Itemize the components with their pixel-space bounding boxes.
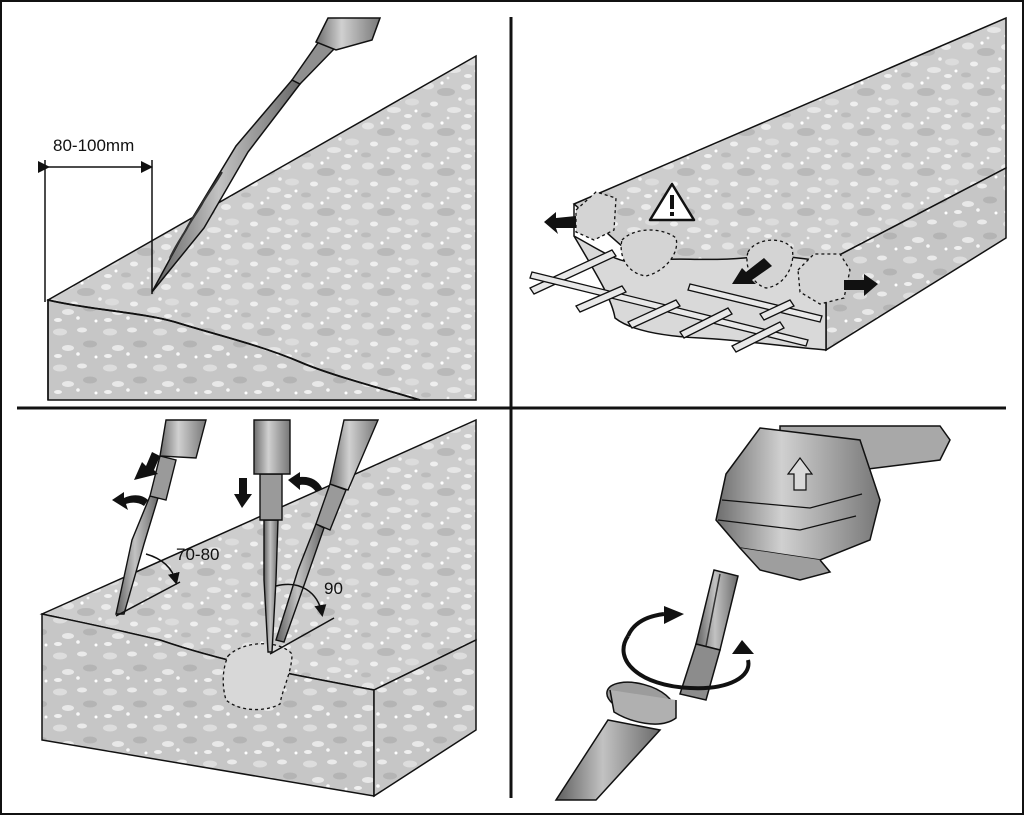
arrow-curve-right-icon: [288, 472, 322, 492]
dimension-label: 80-100mm: [53, 136, 134, 155]
chisel-vertical: [253, 419, 291, 653]
panel-bottom-left: 70-80 90: [39, 418, 477, 798]
rebar-grid: [529, 249, 823, 353]
chisel-shank: [554, 569, 739, 801]
arrow-curve-left-icon: [112, 492, 148, 510]
arrow-down-icon: [134, 452, 160, 480]
concrete-slab-front: [41, 613, 375, 797]
up-arrow-icon: [786, 457, 814, 491]
broken-piece: [222, 643, 293, 711]
arrow-diagonal-icon: [732, 258, 772, 284]
panel-top-left: 80-100mm: [38, 17, 477, 401]
panel-bottom-right: [554, 425, 951, 801]
chisel-angled: [115, 419, 207, 615]
angle-label-2: 90: [324, 579, 343, 598]
rotate-arrow-icon: [621, 606, 754, 691]
arrow-left-icon: [544, 212, 576, 234]
angle-arc-1: [145, 553, 180, 585]
arrow-down-icon-2: [234, 478, 252, 508]
concrete-slab-side: [373, 638, 477, 798]
arrow-right-icon: [844, 274, 878, 296]
angle-arc-2: [275, 583, 327, 617]
angle-label-1: 70-80: [176, 545, 219, 564]
warning-triangle-icon: [648, 182, 696, 222]
pointed-chisel: [151, 17, 382, 293]
chisel-tilted: [275, 419, 380, 643]
panel-top-right: [529, 16, 1007, 353]
tool-chuck: [715, 427, 881, 581]
